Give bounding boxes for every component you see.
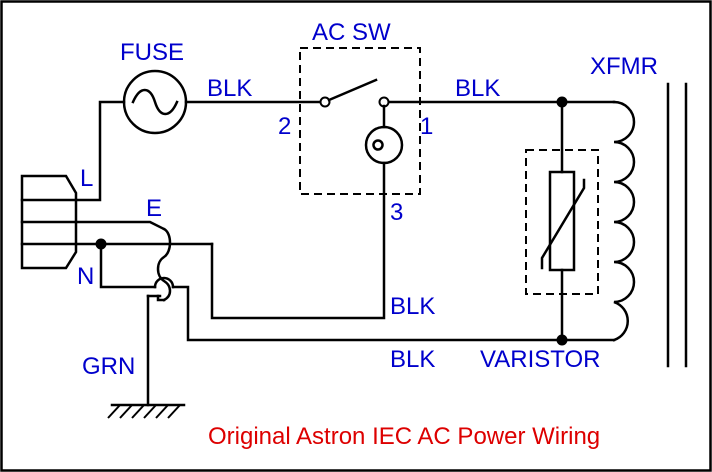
fuse-label: FUSE [120, 39, 184, 66]
blk-mid-label: BLK [390, 293, 435, 320]
ac-switch-label: AC SW [312, 19, 391, 46]
grn-label: GRN [82, 353, 135, 380]
fuse [122, 69, 188, 135]
blk-top-right-label: BLK [455, 75, 500, 102]
ground-symbol [107, 403, 186, 419]
varistor-label: VARISTOR [480, 346, 600, 373]
switch-terminal-3-wire [210, 161, 386, 320]
neutral-to-bottom-wire [99, 242, 157, 289]
blk-fuse-label: BLK [207, 75, 252, 102]
e-label: E [146, 195, 162, 222]
pin-3-label: 3 [390, 199, 403, 226]
pin-1-label: 1 [420, 113, 433, 140]
ac-switch-housing [299, 47, 421, 195]
line-wire [74, 100, 126, 202]
crossover-hop-upper [156, 227, 172, 302]
ac-switch [319, 78, 404, 165]
n-label: N [77, 263, 94, 290]
xfmr-label: XFMR [590, 53, 658, 80]
diagram-title: Original Astron IEC AC Power Wiring [208, 423, 600, 450]
l-label: L [80, 165, 93, 192]
earth-wire [74, 220, 166, 231]
iec-inlet [20, 174, 78, 270]
pin-2-label: 2 [278, 113, 291, 140]
blk-bottom-label: BLK [390, 346, 435, 373]
varistor [525, 96, 599, 346]
transformer [560, 82, 688, 368]
crossover-hop-lower [153, 276, 175, 289]
